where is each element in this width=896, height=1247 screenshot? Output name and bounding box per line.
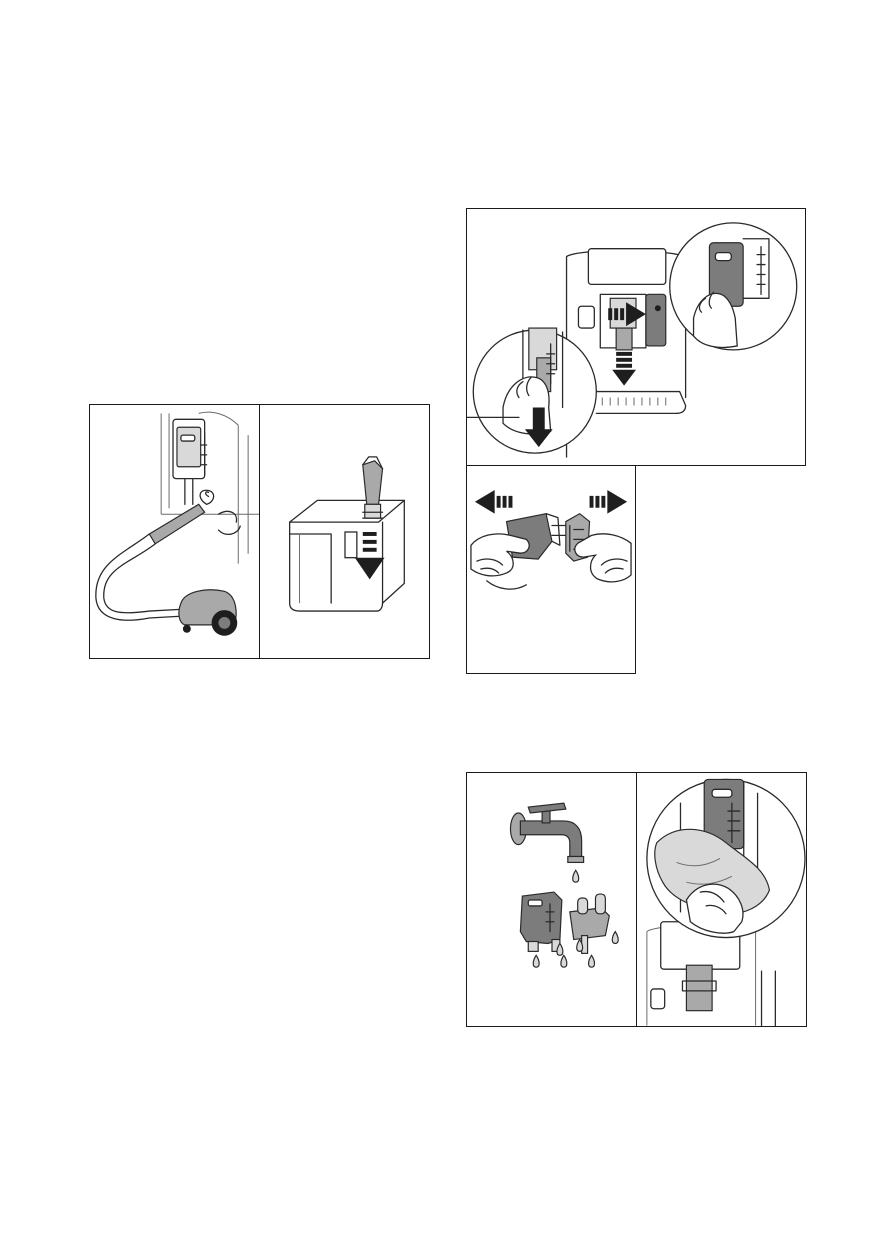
figure-rinse-parts <box>466 772 637 1027</box>
figure-water-tank-filter <box>259 404 430 659</box>
figure-vacuum-compartment <box>89 404 260 659</box>
water-tank-icon <box>260 405 429 658</box>
figure-separate-parts <box>466 465 636 674</box>
figure-wipe-compartment <box>636 772 807 1027</box>
tap-water-icon <box>467 773 636 1026</box>
figure-remove-brew-unit <box>466 208 806 466</box>
vacuum-cleaner-icon <box>90 405 259 658</box>
brew-unit-icon <box>467 209 805 465</box>
hands-pull-apart-icon <box>467 466 635 673</box>
cloth-wipe-icon <box>637 773 806 1026</box>
